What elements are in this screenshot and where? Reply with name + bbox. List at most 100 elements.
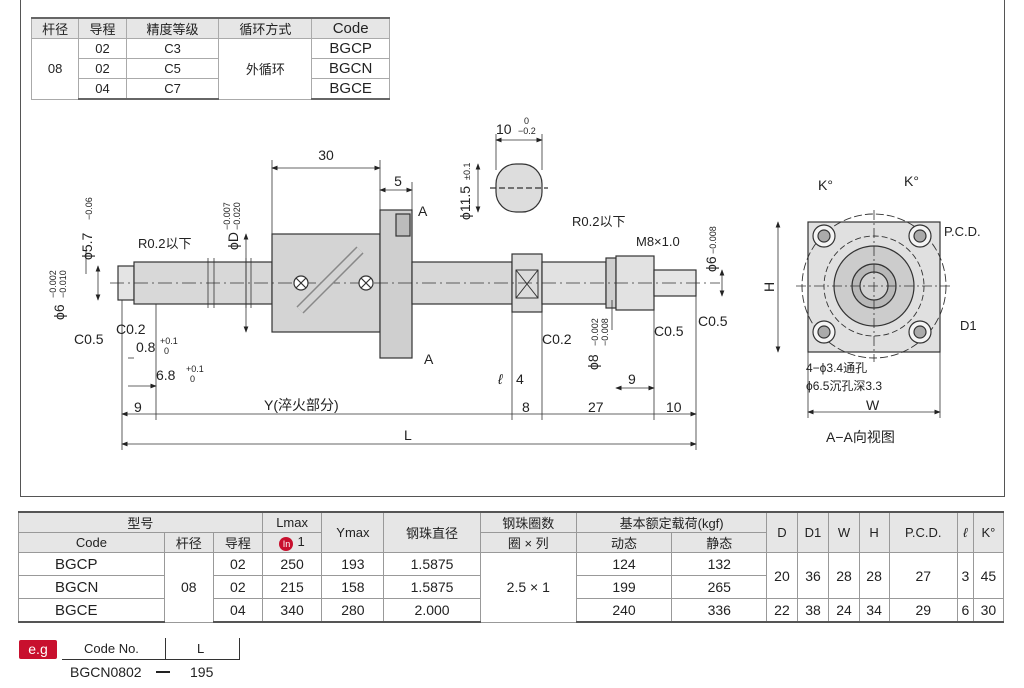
example-dash	[156, 671, 170, 673]
cell-D: 20	[766, 552, 798, 599]
cell-D1: 36	[796, 552, 830, 599]
cell-D1: 38	[796, 598, 830, 623]
technical-drawing: 30 5 10 0 −0.2 ϕ11.5 ±0.1 ϕ5.7 −0.06 ϕD …	[48, 116, 981, 450]
dim-5-7: ϕ5.7	[79, 232, 95, 260]
dim-10-tol-lower: −0.2	[518, 126, 536, 136]
spec-header-code: Code	[311, 17, 390, 39]
header-model: 型号	[18, 511, 263, 533]
view-caption: A−A向视图	[826, 429, 895, 445]
dim-0-8-tol2: 0	[164, 346, 169, 356]
aa-view	[775, 210, 952, 418]
dim-5: 5	[394, 173, 402, 189]
spec-header-lead: 导程	[78, 17, 127, 39]
spec-lead: 02	[78, 38, 127, 59]
cell-ball: 2.000	[383, 598, 481, 623]
cell-ball: 1.5875	[383, 552, 481, 576]
dim-phi6-left: ϕ6	[51, 304, 67, 320]
header-PCD: P.C.D.	[888, 511, 958, 553]
cell-lead: 04	[212, 598, 263, 623]
header-K: K°	[972, 511, 1005, 553]
dim-6-8-tol2: 0	[190, 374, 195, 384]
dim-6-8-tol1: +0.1	[186, 364, 204, 374]
spec-circulation: 外循环	[218, 38, 313, 100]
dim-9-left: 9	[134, 399, 142, 415]
header-lmax: Lmax	[261, 511, 323, 533]
dim-L: L	[404, 427, 412, 443]
cell-K: 30	[972, 598, 1005, 623]
header-D1: D1	[796, 511, 830, 553]
example-l: 195	[190, 664, 214, 680]
dim-phiD-tol2: −0.020	[232, 202, 242, 230]
dim-8: 8	[522, 399, 530, 415]
cell-W: 28	[828, 552, 860, 599]
table-row: BGCP 08 02 250 193 1.5875 2.5 × 1 124 13…	[18, 552, 1005, 623]
header-load: 基本额定载荷(kgf)	[575, 511, 768, 533]
dim-10-tol-upper: 0	[524, 116, 529, 126]
label-h: H	[761, 282, 777, 292]
cell-dyn: 199	[575, 575, 673, 599]
dimension-labels: 30 5 10 0 −0.2 ϕ11.5 ±0.1 ϕ5.7 −0.06 ϕD …	[48, 116, 728, 443]
spec-code: BGCN	[311, 58, 390, 79]
header-stat: 静态	[671, 532, 768, 553]
cell-ell: 6	[956, 598, 974, 623]
table-row: BGCE 04 340 280 2.000 240 336 22 38 24 3…	[18, 598, 1005, 623]
cell-code: BGCP	[18, 552, 165, 576]
dim-11-5-tol: ±0.1	[462, 163, 472, 180]
label-m8: M8×1.0	[636, 234, 680, 249]
lmax-badge-icon: In	[279, 537, 294, 551]
dim-phi6-left-tol2: −0.010	[58, 270, 68, 298]
cell-ball: 1.5875	[383, 575, 481, 599]
example-divider	[239, 638, 240, 659]
label-c05-c: C0.5	[698, 313, 728, 329]
dim-phi8-tol1: −0.002	[590, 318, 600, 346]
spec-header-shaft: 杆径	[30, 17, 80, 39]
dim-phi6-left-tol1: −0.002	[48, 270, 58, 298]
section-a-top: A	[418, 203, 428, 219]
example-header-code: Code No.	[84, 641, 139, 656]
cell-stat: 336	[671, 598, 768, 623]
label-w: W	[866, 397, 880, 413]
cell-ymax: 280	[321, 598, 385, 623]
dim-phiD-tol1: −0.007	[222, 202, 232, 230]
label-r02-right: R0.2以下	[572, 214, 625, 229]
cell-shaft: 08	[163, 552, 214, 623]
header-H: H	[858, 511, 890, 553]
section-a-bottom: A	[424, 351, 434, 367]
spec-grade: C5	[125, 58, 220, 79]
cell-lmax: 340	[261, 598, 323, 623]
label-hole1: 4−ϕ3.4通孔	[806, 361, 867, 375]
header-code: Code	[18, 532, 165, 553]
dim-30: 30	[318, 147, 334, 163]
header-lead: 导程	[212, 532, 263, 553]
spec-shaft: 08	[30, 38, 80, 100]
cell-ell: 3	[956, 552, 974, 599]
return-tube	[293, 213, 411, 314]
cell-H: 28	[858, 552, 890, 599]
dim-9-right: 9	[628, 371, 636, 387]
spec-header-grade: 精度等级	[125, 17, 220, 39]
dim-4: 4	[516, 371, 524, 387]
cell-dyn: 240	[575, 598, 673, 623]
table-row: BGCN 02 215 158 1.5875 199 265	[18, 575, 1004, 599]
label-c02-a: C0.2	[116, 321, 146, 337]
dim-0-8-tol1: +0.1	[160, 336, 178, 346]
dimension-lines	[85, 134, 725, 450]
cell-turns: 2.5 × 1	[479, 552, 577, 623]
dim-phi6-right: ϕ6	[703, 256, 719, 272]
screw-shaft	[110, 209, 720, 359]
cell-D: 22	[766, 598, 798, 623]
cell-PCD: 29	[888, 598, 958, 623]
spec-lead: 02	[78, 58, 127, 79]
dim-phi8-tol2: −0.008	[600, 318, 610, 346]
dim-phi8: ϕ8	[585, 354, 601, 370]
cell-stat: 265	[671, 575, 768, 599]
cell-lead: 02	[212, 575, 263, 599]
dim-27: 27	[588, 399, 604, 415]
example-badge: e.g	[19, 640, 57, 659]
dim-phi6-right-tol: −0.008	[708, 226, 718, 254]
dim-ell: ℓ	[497, 371, 503, 387]
drawing-frame	[20, 0, 1005, 497]
cell-ymax: 158	[321, 575, 385, 599]
cell-H: 34	[858, 598, 890, 623]
